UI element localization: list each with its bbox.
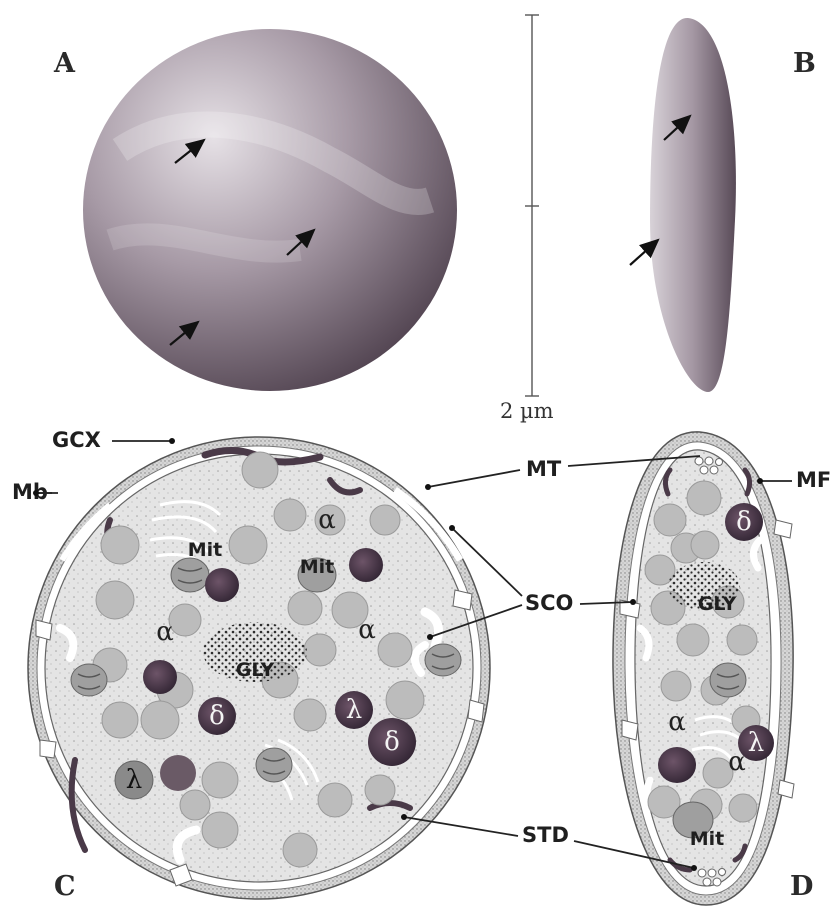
mf-label: MF <box>796 468 831 492</box>
mit-label: Mit <box>300 556 335 578</box>
platelet-cross-section-equatorial: Mit Mit GLY α α α δ δ λ λ <box>28 437 490 899</box>
dense-granule <box>143 660 177 694</box>
alpha-granule-label: α <box>668 707 686 737</box>
delta-granule-label: δ <box>736 507 752 537</box>
mit-label: Mit <box>690 828 725 850</box>
lambda-granule-label: λ <box>346 695 362 725</box>
std-label: STD <box>522 823 569 847</box>
dense-granule <box>349 548 383 582</box>
mitochondrion <box>171 558 209 592</box>
panel-letter-b: B <box>793 48 816 79</box>
platelet-cross-section-longitudinal: GLY Mit α α δ λ <box>613 432 794 905</box>
mitochondrion <box>71 664 107 696</box>
gly-label: GLY <box>236 659 275 681</box>
mitochondrion <box>256 748 292 782</box>
dense-granule <box>658 747 696 783</box>
mb-label: Mb <box>12 480 48 504</box>
delta-granule-label: δ <box>384 727 400 757</box>
lambda-granule-label: λ <box>126 765 142 795</box>
sco-label: SCO <box>525 591 573 615</box>
panel-letter-d: D <box>790 871 813 902</box>
alpha-granule-label: α <box>358 615 376 645</box>
mit-label: Mit <box>188 539 223 561</box>
lambda-granule-label: λ <box>748 728 764 758</box>
mitochondrion <box>710 663 746 697</box>
alpha-granule-label: α <box>318 505 336 535</box>
platelet-side-view <box>630 18 736 392</box>
mitochondrion <box>425 644 461 676</box>
gcx-label: GCX <box>52 428 101 452</box>
dense-granule <box>160 755 196 791</box>
panel-letter-a: A <box>53 48 76 79</box>
scale-bar-label: 2 µm <box>500 399 554 423</box>
dense-granule <box>205 568 239 602</box>
alpha-granule-label: α <box>728 747 746 777</box>
gly-label: GLY <box>698 593 737 615</box>
platelet-face-view <box>83 29 457 391</box>
mt-label: MT <box>526 457 562 481</box>
delta-granule-label: δ <box>209 701 225 731</box>
alpha-granule-label: α <box>156 617 174 647</box>
scale-bar: 2 µm <box>500 15 554 423</box>
panel-letter-c: C <box>54 871 76 902</box>
